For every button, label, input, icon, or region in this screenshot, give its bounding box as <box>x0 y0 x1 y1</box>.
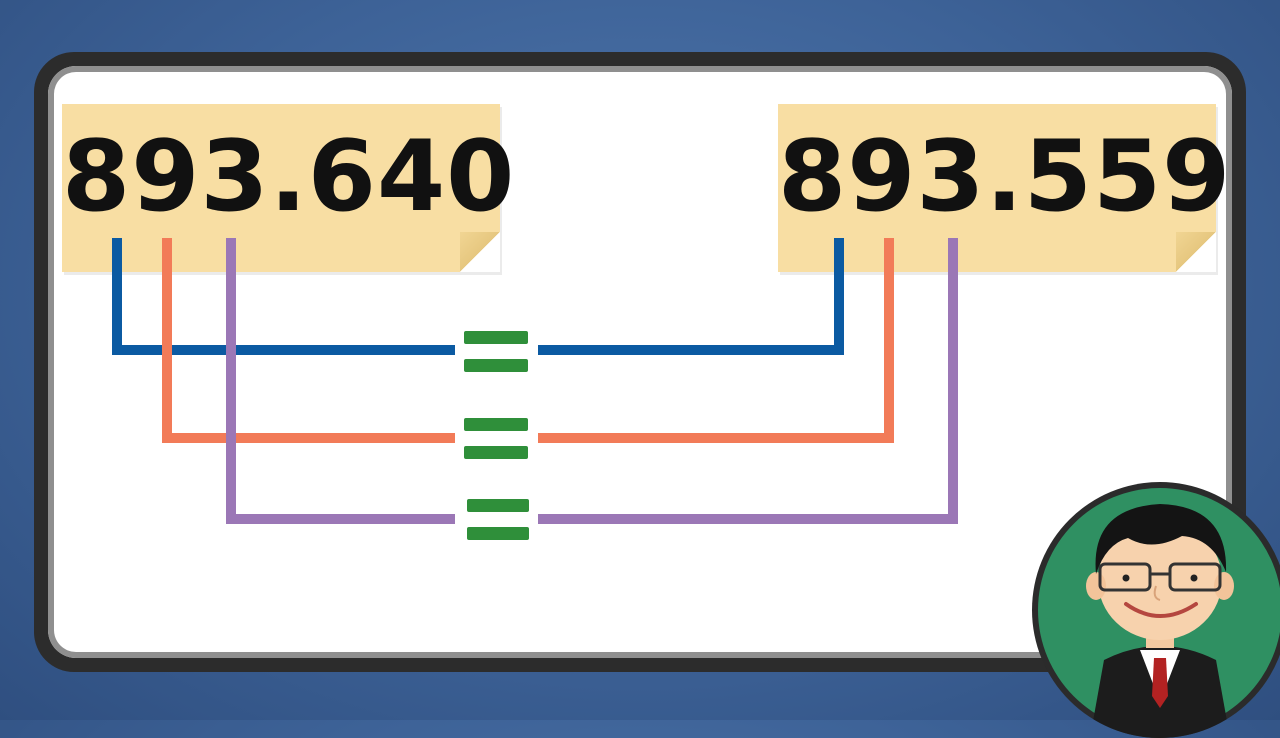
connector-hundredths-left <box>162 238 455 443</box>
equals-sign-2 <box>464 418 528 459</box>
left-number: 893.640 <box>62 120 516 234</box>
note-curl-left <box>460 232 500 272</box>
right-number: 893.559 <box>778 120 1232 234</box>
teacher-avatar <box>1032 482 1280 738</box>
left-number-note: 893.640 <box>62 104 516 272</box>
digit-connectors <box>112 238 958 540</box>
connector-tenths-right <box>538 238 844 355</box>
equals-sign-3 <box>467 499 529 540</box>
note-curl-right <box>1176 232 1216 272</box>
connector-tenths-left <box>112 238 455 355</box>
teacher-character-icon <box>1038 488 1280 738</box>
right-number-note: 893.559 <box>778 104 1232 272</box>
connector-thousandths-right <box>538 238 958 524</box>
connector-hundredths-right <box>538 238 894 443</box>
connector-thousandths-left <box>226 238 455 524</box>
equals-sign-1 <box>464 331 528 372</box>
